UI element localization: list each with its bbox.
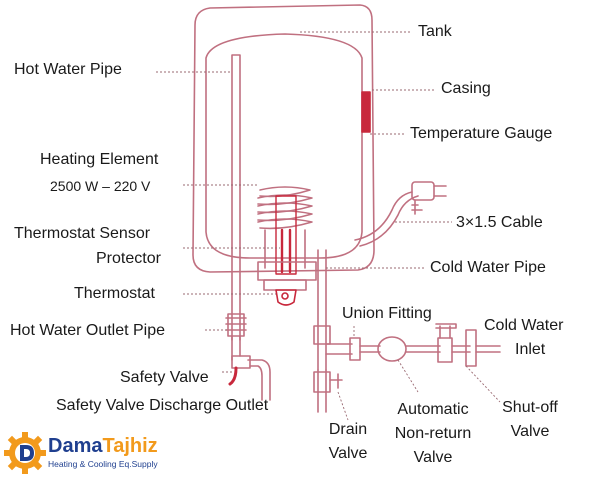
label-non-return: Non-return <box>394 425 472 442</box>
brand-name: DamaTajhiz <box>48 434 158 458</box>
label-shutoff-valve: Valve <box>510 423 550 440</box>
brand-name-part2: Tajhiz <box>102 435 158 457</box>
power-cable <box>354 191 419 247</box>
leader-non-return <box>397 359 419 393</box>
label-thermostat: Thermostat <box>74 285 155 302</box>
label-temperature-gauge: Temperature Gauge <box>410 125 553 142</box>
label-cold-water-inlet: Cold Water <box>484 317 564 334</box>
casing-outline <box>192 4 375 273</box>
label-safety-valve-discharge: Safety Valve Discharge Outlet <box>56 397 269 414</box>
label-safety-valve: Safety Valve <box>120 369 209 386</box>
label-drain-valve: Valve <box>328 445 368 462</box>
label-hot-water-outlet-pipe: Hot Water Outlet Pipe <box>10 322 166 339</box>
label-union-fitting: Union Fitting <box>342 305 432 322</box>
label-drain: Drain <box>328 421 368 438</box>
brand-logo: DamaTajhiz Heating & Cooling Eq.Supply <box>4 432 224 476</box>
gear-logo-icon <box>4 432 46 474</box>
label-shutoff: Shut-off <box>502 399 558 416</box>
label-tank: Tank <box>418 23 452 40</box>
label-automatic: Automatic <box>397 401 469 418</box>
brand-name-part1: Dama <box>48 435 103 457</box>
label-non-return-valve: Valve <box>413 449 453 466</box>
label-cold-water-pipe: Cold Water Pipe <box>430 259 546 276</box>
label-thermostat-sensor: Thermostat Sensor <box>14 225 151 242</box>
label-cable: 3×1.5 Cable <box>456 214 543 231</box>
brand-tagline: Heating & Cooling Eq.Supply <box>48 459 158 469</box>
label-heating-element: Heating Element <box>40 151 159 168</box>
heating-element <box>257 186 313 269</box>
label-heating-element-rating: 2500 W – 220 V <box>50 178 151 194</box>
label-thermostat-sensor-protector: Protector <box>96 250 161 267</box>
label-hot-water-pipe: Hot Water Pipe <box>14 61 122 78</box>
leader-shutoff <box>465 365 501 403</box>
tank-outline <box>205 33 363 259</box>
label-cold-water-inlet-2: Inlet <box>515 341 546 358</box>
hot-water-pipe <box>231 54 241 341</box>
label-casing: Casing <box>441 80 491 97</box>
leader-drain-valve <box>337 391 349 421</box>
